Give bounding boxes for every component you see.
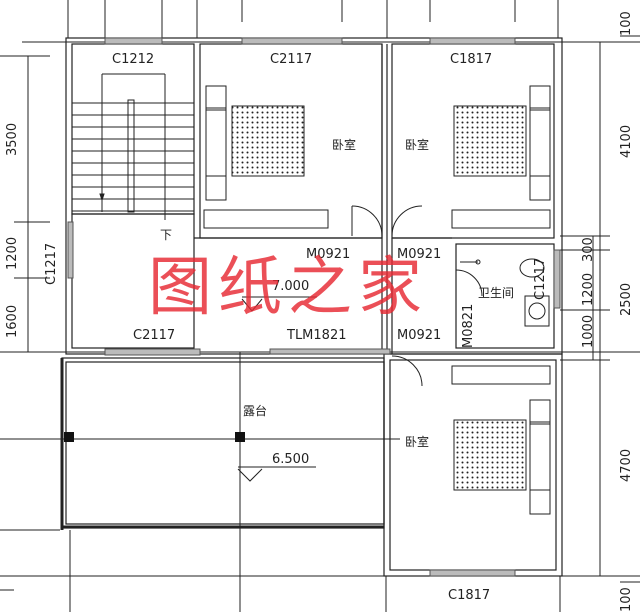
dim-right-inner-2: 1200 [581,272,596,306]
door-swings [351,205,483,387]
dim-right-3: 2500 [619,282,634,316]
room-label-bedroom-2: 卧室 [405,138,430,152]
room-label-bedroom-3: 卧室 [405,435,430,449]
elevation-floor: 7.000 [272,279,310,294]
dim-right-1: 100 [619,11,634,36]
window-label-hall: C2117 [133,328,176,343]
furniture [203,85,551,515]
dim-left-1: 3500 [5,122,20,156]
dim-right-5: 100 [619,587,634,612]
dim-right-4: 4700 [619,448,634,482]
watermark: 图纸之家 [148,251,428,325]
elevation-terrace: 6.500 [272,452,310,467]
door-label-bathroom: M0821 [461,303,476,348]
room-label-bathroom: 卫生间 [478,286,515,300]
elevation-markers [237,296,317,482]
walls [60,37,563,577]
windows [67,37,561,577]
window-label-bathroom: C1217 [533,257,548,300]
window-label-bedroom-3: C1817 [448,588,491,603]
dim-right-inner-3: 1000 [581,314,596,348]
door-label-bedroom-3: M0921 [397,328,442,343]
window-label-bedroom-1: C2117 [270,52,313,67]
window-label-stair: C1212 [112,52,155,67]
window-label-bedroom-2: C1817 [450,52,493,67]
window-label-left: C1217 [44,242,59,285]
dim-left-2: 1200 [5,236,20,270]
room-label-bedroom-1: 卧室 [332,138,357,152]
dim-right-2: 4100 [619,124,634,158]
stair [72,73,194,220]
column [235,432,245,442]
door-label-sliding: TLM1821 [287,328,347,343]
door-label-bedroom-1: M0921 [306,247,351,262]
door-label-bedroom-2: M0921 [397,247,442,262]
dim-left-3: 1600 [5,304,20,338]
column [64,432,74,442]
room-label-terrace: 露台 [243,404,268,418]
dim-right-inner-1: 300 [581,237,596,262]
stair-direction-label: 下 [160,228,173,242]
